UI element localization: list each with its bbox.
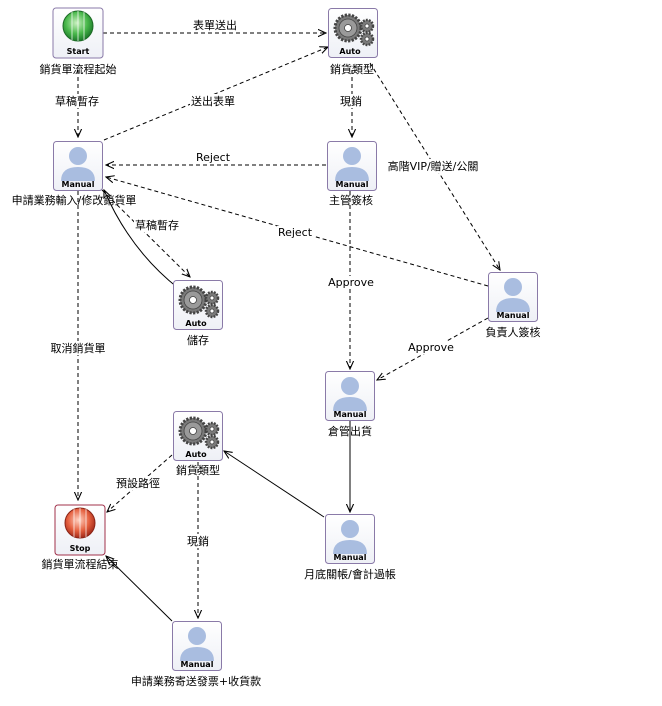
stop-node-label: 銷貨單流程結束 <box>42 557 119 571</box>
auto-badge-1: Auto <box>339 47 361 56</box>
edge-label-cash-sale-2: 現銷 <box>187 534 209 548</box>
edge-send-form <box>103 47 328 141</box>
stop-badge: Stop <box>70 544 91 553</box>
supervisor-node[interactable]: Manual <box>327 141 377 191</box>
month-end-node[interactable]: Manual <box>325 514 375 564</box>
responsible-node[interactable]: Manual <box>488 272 538 322</box>
edge-label-high-vip: 高階VIP/贈送/公關 <box>388 159 479 173</box>
auto-type-node-2[interactable]: Auto <box>173 411 223 461</box>
auto-badge-2: Auto <box>185 450 207 459</box>
edge-label-send-form: 送出表單 <box>191 94 235 108</box>
stop-node[interactable]: Stop <box>54 504 106 556</box>
edge-label-draft-save-2: 草稿暫存 <box>135 218 179 232</box>
invoice-node-label: 申請業務寄送發票+收貨款 <box>131 674 261 688</box>
manual-badge-month-end: Manual <box>334 553 367 562</box>
auto-type-node-1-label: 銷貨類型 <box>330 62 374 76</box>
start-node-label: 銷貨單流程起始 <box>40 62 117 76</box>
edge-month-auto2 <box>224 451 325 518</box>
save-node-label: 儲存 <box>187 333 209 347</box>
edge-label-draft-save-1: 草稿暫存 <box>55 94 99 108</box>
edge-save-return <box>104 190 179 289</box>
save-node[interactable]: Auto <box>173 280 223 330</box>
auto-type-node-1[interactable]: Auto <box>328 8 378 58</box>
manual-badge-warehouse: Manual <box>334 410 367 419</box>
start-node[interactable]: Start <box>52 7 104 59</box>
auto-type-node-2-label: 銷貨類型 <box>176 463 220 477</box>
manual-badge-responsible: Manual <box>497 311 530 320</box>
edge-label-submit-form: 表單送出 <box>193 18 237 32</box>
edge-label-default-path: 預設路徑 <box>116 476 160 490</box>
edge-label-cash-sale-1: 現銷 <box>340 94 362 108</box>
warehouse-node[interactable]: Manual <box>325 371 375 421</box>
invoice-node[interactable]: Manual <box>172 621 222 671</box>
responsible-node-label: 負責人簽核 <box>486 325 541 339</box>
edge-label-reject-1: Reject <box>196 151 231 164</box>
supervisor-node-label: 主管簽核 <box>329 193 373 207</box>
edge-label-cancel: 取消銷貨單 <box>51 341 106 355</box>
warehouse-node-label: 倉管出貨 <box>328 424 372 438</box>
manual-badge-apply: Manual <box>62 180 95 189</box>
edge-label-approve-1: Approve <box>328 276 374 289</box>
edge-invoice-stop <box>106 556 173 622</box>
manual-badge-supervisor: Manual <box>336 180 369 189</box>
manual-badge-invoice: Manual <box>181 660 214 669</box>
edge-label-approve-2: Approve <box>408 341 454 354</box>
edge-label-reject-2: Reject <box>278 226 313 239</box>
auto-badge-save: Auto <box>185 319 207 328</box>
month-end-node-label: 月底關帳/會計過帳 <box>304 567 396 581</box>
apply-edit-node-label: 申請業務輸入/修改銷貨單 <box>12 193 137 207</box>
apply-edit-node[interactable]: Manual <box>53 141 103 191</box>
start-badge: Start <box>67 47 90 56</box>
